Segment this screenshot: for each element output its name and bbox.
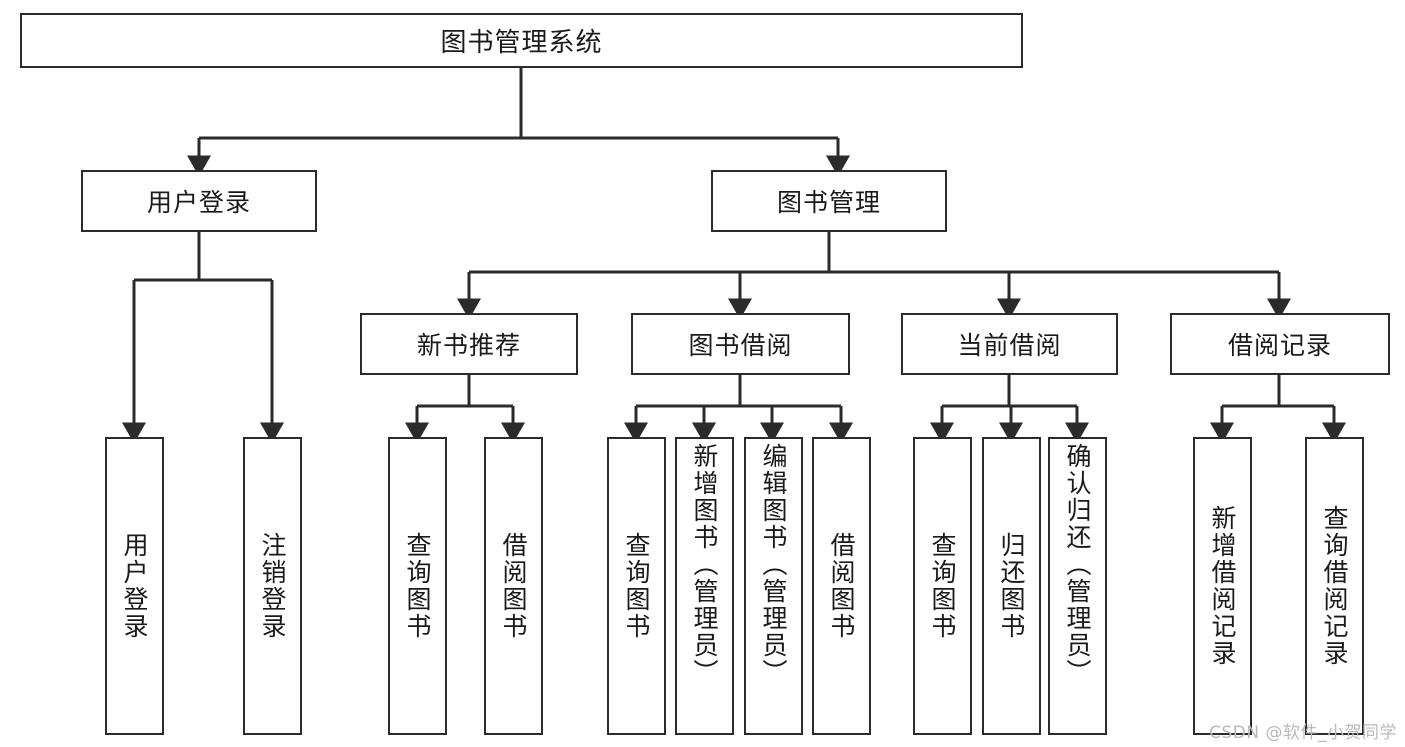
node-leaf-query-book-newbook[interactable]: 查询图书 (388, 437, 447, 735)
node-label: 查询借阅记录 (1320, 505, 1349, 667)
node-new-book-recommend[interactable]: 新书推荐 (360, 313, 578, 375)
node-label: 新增借阅记录 (1208, 505, 1237, 667)
node-label: 借阅图书 (499, 532, 528, 640)
node-label: 注销登录 (258, 532, 287, 640)
node-current-borrow[interactable]: 当前借阅 (901, 313, 1118, 375)
node-leaf-confirm-return-admin[interactable]: 确认归还（管理员） (1048, 437, 1107, 735)
node-leaf-edit-book-admin[interactable]: 编辑图书（管理员） (744, 437, 803, 735)
node-leaf-query-book-borrow[interactable]: 查询图书 (607, 437, 666, 735)
node-leaf-borrow-book-newbook[interactable]: 借阅图书 (484, 437, 543, 735)
node-label: 查询图书 (622, 532, 651, 640)
node-leaf-return-book[interactable]: 归还图书 (982, 437, 1041, 735)
node-system-root[interactable]: 图书管理系统 (20, 13, 1023, 68)
node-leaf-logout[interactable]: 注销登录 (243, 437, 302, 735)
node-book-management[interactable]: 图书管理 (711, 170, 947, 232)
node-leaf-query-borrow-record[interactable]: 查询借阅记录 (1305, 437, 1364, 735)
node-leaf-query-book-current[interactable]: 查询图书 (913, 437, 972, 735)
node-label: 查询图书 (928, 532, 957, 640)
node-label: 借阅图书 (827, 532, 856, 640)
node-label: 新增图书（管理员） (690, 443, 719, 686)
node-leaf-user-login[interactable]: 用户登录 (105, 437, 164, 735)
node-label: 编辑图书（管理员） (759, 443, 788, 686)
node-label: 图书管理 (776, 188, 881, 217)
node-label: 借阅记录 (1227, 331, 1332, 360)
node-label: 用户登录 (146, 188, 251, 217)
node-label: 查询图书 (403, 532, 432, 640)
node-user-login[interactable]: 用户登录 (81, 170, 317, 232)
node-leaf-borrow-book[interactable]: 借阅图书 (812, 437, 871, 735)
node-label: 确认归还（管理员） (1063, 443, 1092, 686)
node-label: 图书管理系统 (440, 28, 603, 58)
node-book-borrow[interactable]: 图书借阅 (631, 313, 850, 375)
node-label: 图书借阅 (688, 331, 793, 360)
node-leaf-add-book-admin[interactable]: 新增图书（管理员） (675, 437, 734, 735)
node-label: 用户登录 (120, 532, 149, 640)
node-borrow-record[interactable]: 借阅记录 (1170, 313, 1390, 375)
node-label: 新书推荐 (416, 331, 521, 360)
node-label: 当前借阅 (957, 331, 1062, 360)
node-label: 归还图书 (997, 532, 1026, 640)
node-leaf-add-borrow-record[interactable]: 新增借阅记录 (1193, 437, 1252, 735)
